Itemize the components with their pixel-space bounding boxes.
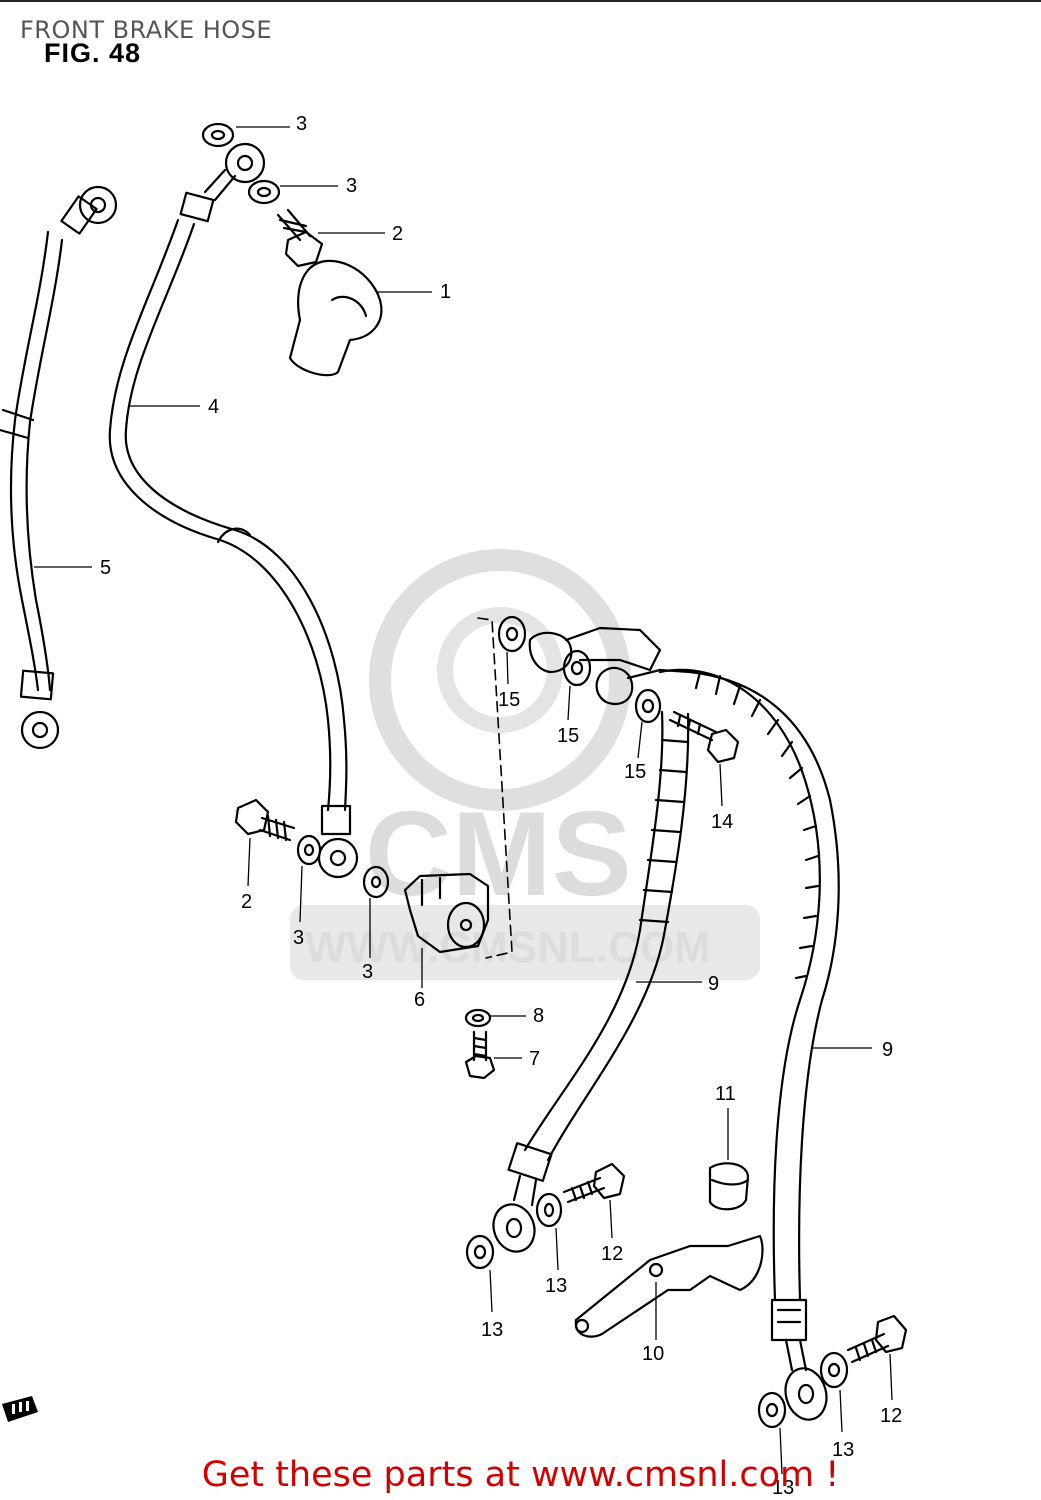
callout-15: 15: [498, 689, 520, 711]
callout-13: 13: [832, 1439, 854, 1461]
callout-14: 14: [711, 811, 733, 833]
page-title: FRONT BRAKE HOSE: [20, 16, 273, 44]
callout-4: 4: [208, 396, 219, 418]
callout-8: 8: [533, 1005, 544, 1027]
part-6-joint: [403, 872, 490, 954]
watermark-url: WWW.CMSNL.COM: [305, 923, 711, 972]
cms-watermark: CMS WWW.CMSNL.COM: [290, 549, 760, 980]
callout-3: 3: [362, 961, 373, 983]
leader-lines: [34, 126, 893, 1475]
watermark-plate: [290, 905, 760, 980]
callout-2: 2: [392, 223, 403, 245]
callout-11: 11: [715, 1083, 736, 1105]
callout-9: 9: [882, 1039, 893, 1061]
callout-15: 15: [557, 725, 579, 747]
part-2-bolts: [234, 208, 324, 842]
part-13-washers: [465, 1192, 849, 1429]
part-11-grommet: [708, 1162, 750, 1211]
top-rule: [0, 0, 1041, 2]
part-9-hose-right: [658, 668, 840, 1421]
callout-12: 12: [601, 1243, 623, 1265]
watermark-helmet: [437, 607, 563, 733]
assembly-dashed-line: [477, 617, 513, 959]
callout-5: 5: [100, 557, 111, 579]
watermark-ring: [369, 549, 631, 811]
callout-15: 15: [624, 761, 646, 783]
part-9-hose-left: [492, 710, 690, 1253]
figure-label: FIG. 48: [44, 38, 142, 68]
part-9-upper-fittings: [528, 626, 692, 706]
callout-7: 7: [529, 1048, 540, 1070]
part-4-hose: [108, 142, 359, 879]
callout-3: 3: [293, 927, 304, 949]
callout-9: 9: [708, 973, 719, 995]
callout-3: 3: [296, 113, 307, 135]
footer-link-text[interactable]: Get these parts at www.cmsnl.com !: [201, 1455, 840, 1495]
part-8-washer: [464, 1008, 492, 1028]
part-15-washers: [497, 615, 662, 724]
callout-13: 13: [481, 1319, 503, 1341]
callout-10: 10: [642, 1343, 664, 1365]
part-10-bracket: [574, 1234, 764, 1338]
part-12-bolts: [562, 1162, 908, 1364]
part-14-bolt: [668, 710, 740, 764]
callout-12: 12: [880, 1405, 902, 1427]
callout-numbers: 3 3 2 1 4 5 2 3 3 6 8 7 15 15 15 14 9 9 …: [100, 113, 902, 1499]
callout-6: 6: [414, 989, 425, 1011]
part-7-bolt: [464, 1030, 496, 1080]
part-1-cap: [288, 259, 383, 377]
callout-1: 1: [440, 281, 451, 303]
forward-arrow-icon: [2, 1396, 38, 1422]
callout-13: 13: [772, 1477, 794, 1499]
callout-13: 13: [545, 1275, 567, 1297]
callout-2: 2: [241, 891, 252, 913]
watermark-logo-text: CMS: [365, 787, 632, 921]
part-3-washers: [201, 122, 390, 899]
callout-3: 3: [346, 175, 357, 197]
part-5-hose: [0, 185, 118, 750]
